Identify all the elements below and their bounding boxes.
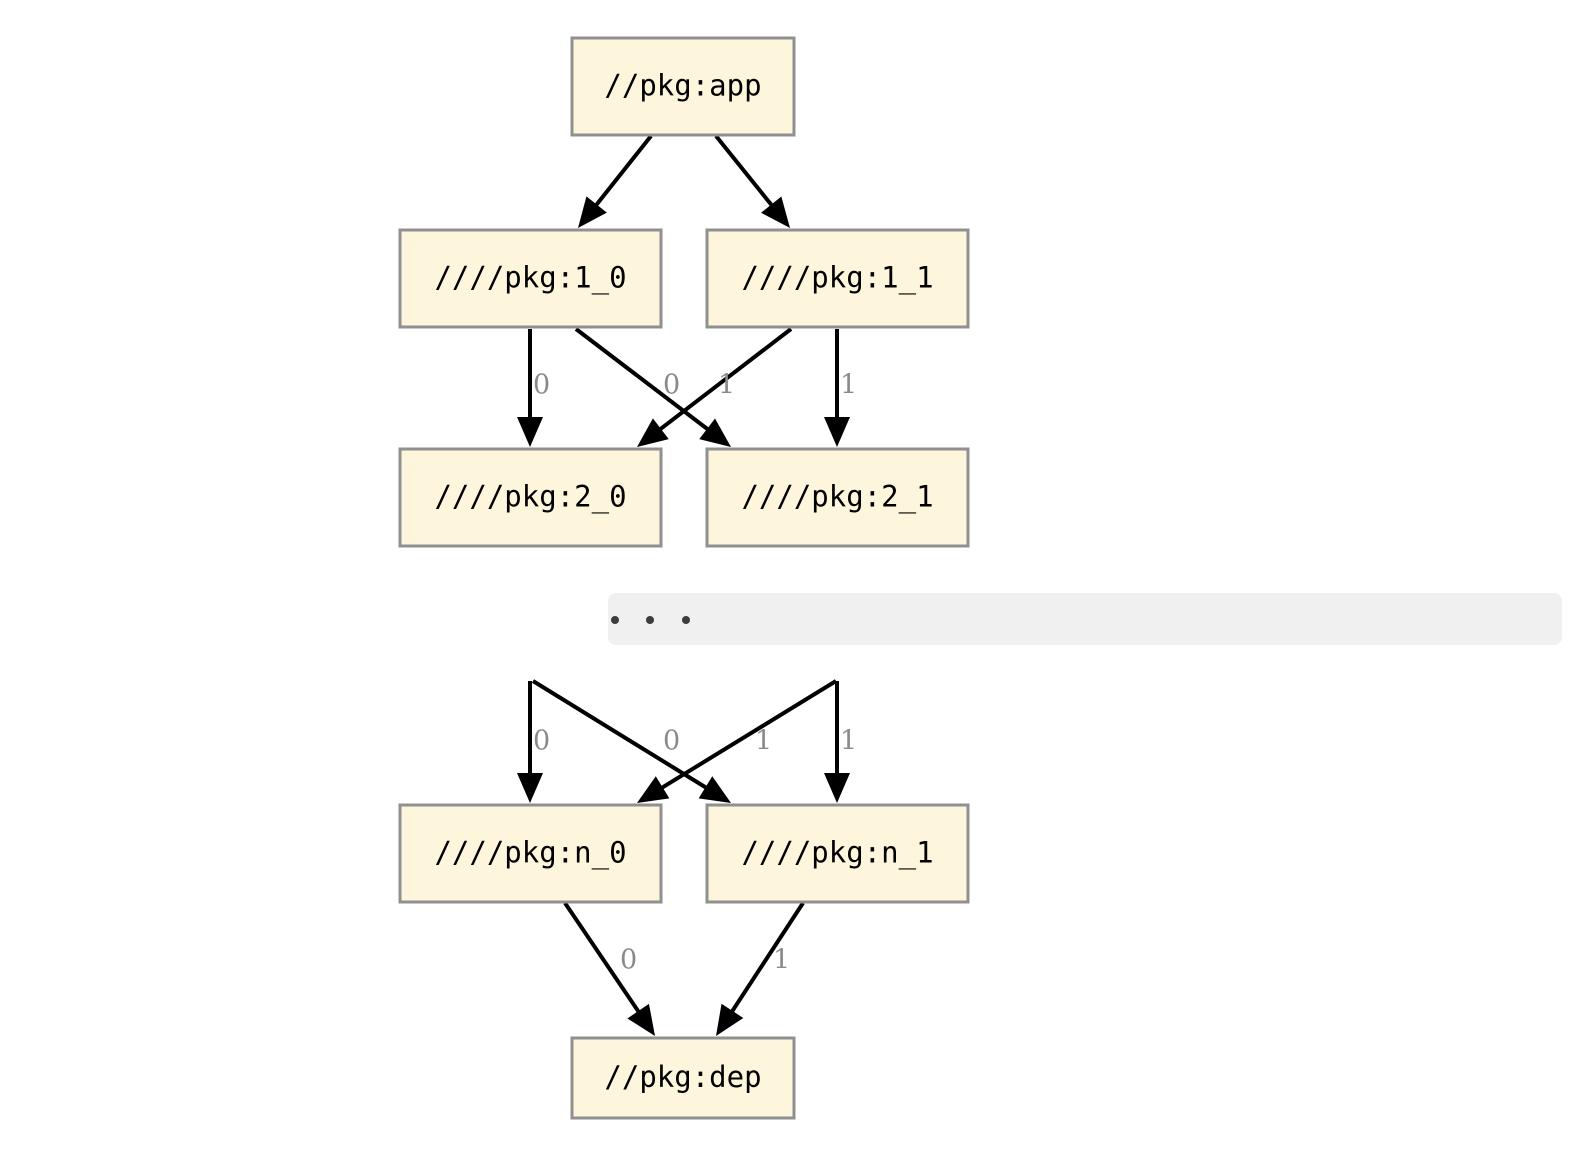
edge-line (656, 327, 793, 433)
edge-label: 1 (773, 945, 790, 976)
node-box[interactable] (705, 447, 970, 548)
node-label: ////pkg:n_1 (741, 836, 933, 871)
node-box[interactable] (705, 228, 970, 329)
graph-node-nn_0[interactable]: ////pkg:n_0 (398, 803, 663, 904)
node-label: ////pkg:n_0 (434, 836, 626, 871)
edge-line (728, 901, 805, 1016)
node-box[interactable] (398, 228, 663, 329)
edge-line (658, 679, 838, 792)
edge-arrowhead (578, 196, 607, 228)
edge-line (574, 327, 712, 433)
edge-label: 0 (533, 726, 550, 757)
edge-arrowhead (761, 196, 790, 228)
graph-node-app[interactable]: //pkg:app (570, 36, 796, 137)
ellipsis-band (608, 593, 1562, 645)
edge-arrowhead (716, 1003, 744, 1036)
edge-arrowhead (627, 1003, 655, 1036)
edge-label: 1 (840, 370, 857, 401)
edges-layer (517, 134, 850, 1036)
ellipsis-separator (608, 593, 1562, 645)
node-box[interactable] (398, 447, 663, 548)
edge-line (563, 901, 643, 1016)
node-label: //pkg:app (604, 69, 761, 103)
edge-arrowhead (699, 418, 731, 447)
graph-node-dep[interactable]: //pkg:dep (570, 1036, 796, 1120)
ellipsis-dot (682, 616, 690, 624)
edge-arrowhead (517, 773, 543, 803)
edge-arrowhead (637, 776, 670, 803)
node-box[interactable] (398, 803, 663, 904)
edge-label: 1 (718, 370, 735, 401)
edge-label: 0 (663, 726, 680, 757)
edge-arrowhead (637, 418, 669, 447)
edge-line (592, 134, 653, 209)
node-label: ////pkg:1_0 (434, 261, 626, 296)
node-box[interactable] (570, 1036, 796, 1120)
edge-arrowhead (517, 417, 543, 447)
node-label: ////pkg:1_1 (741, 261, 933, 296)
edge-label: 0 (533, 370, 550, 401)
edge-label: 1 (755, 726, 772, 757)
node-box[interactable] (570, 36, 796, 137)
edge-labels-layer: 0 1 0 1 0 1 0 1 0 1 (533, 370, 857, 976)
edge-arrowhead (824, 417, 850, 447)
graph-node-n2_0[interactable]: ////pkg:2_0 (398, 447, 663, 548)
graph-node-n1_0[interactable]: ////pkg:1_0 (398, 228, 663, 329)
graph-node-n1_1[interactable]: ////pkg:1_1 (705, 228, 970, 329)
ellipsis-dot (646, 616, 654, 624)
edge-label: 1 (840, 726, 857, 757)
graph-node-nn_1[interactable]: ////pkg:n_1 (705, 803, 970, 904)
node-label: //pkg:dep (604, 1060, 761, 1094)
edge-arrowhead (824, 773, 850, 803)
edge-line (714, 134, 776, 209)
edge-label: 0 (620, 945, 637, 976)
node-label: ////pkg:2_1 (741, 480, 933, 515)
edge-arrowhead (698, 776, 731, 803)
nodes-layer: //pkg:app ////pkg:1_0 ////pkg:1_1 ////pkg:2… (398, 36, 970, 1120)
node-label: ////pkg:2_0 (434, 480, 626, 515)
ellipsis-dot (611, 616, 619, 624)
edge-line (531, 679, 710, 792)
graph-node-n2_1[interactable]: ////pkg:2_1 (705, 447, 970, 548)
node-box[interactable] (705, 803, 970, 904)
edge-label: 0 (663, 370, 680, 401)
